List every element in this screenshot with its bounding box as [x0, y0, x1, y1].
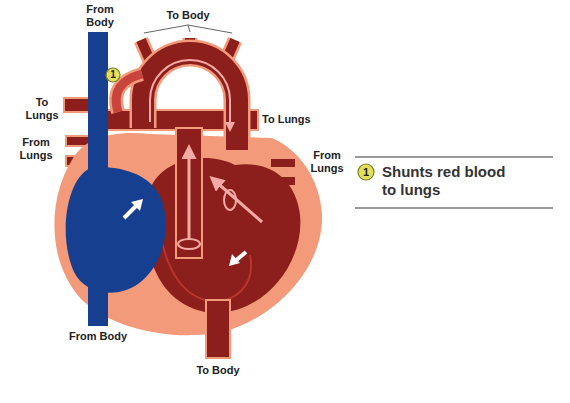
valve [224, 190, 236, 210]
ventricles [147, 158, 301, 313]
ventricle-wall [159, 200, 251, 301]
flow-arrow [150, 60, 230, 128]
legend-rule [355, 207, 553, 209]
inferior-vena-cava [88, 280, 108, 326]
vessel-label: To Body [166, 9, 209, 22]
vessel-label: From Lungs [14, 136, 58, 162]
arrowhead [229, 254, 240, 266]
vessel-label: From Lungs [302, 149, 352, 175]
vessel-label: From Body [69, 330, 127, 343]
right-atrium [66, 167, 166, 293]
callout-number: 1 [110, 69, 116, 81]
flow-arrow [188, 150, 191, 240]
ductus-edge [116, 74, 142, 112]
vessel-label: To Body [196, 364, 239, 377]
vessel-label: To Lungs [262, 113, 311, 126]
callout-disc [358, 164, 374, 180]
valve [178, 239, 200, 249]
bracket-line [188, 25, 190, 32]
vessel-label: From Body [79, 3, 121, 29]
ascending-aorta [176, 128, 202, 258]
flow-arrow [214, 180, 262, 222]
ductus-arteriosus [116, 74, 142, 112]
legend-text: Shunts red blood to lungs [382, 163, 505, 198]
vessel-label: To Lungs [22, 96, 62, 122]
arrowhead [131, 199, 143, 211]
callout-circle: 1 [105, 67, 121, 83]
legend-entry: Shunts red blood to lungs [382, 163, 514, 199]
bracket-line [188, 25, 232, 33]
descending-aorta [206, 300, 230, 358]
right-pulmonary-vein [270, 158, 296, 168]
callout-disc [106, 68, 120, 82]
callout-circle: 1 [357, 163, 375, 181]
callout-number: 1 [363, 166, 369, 179]
bracket-line [144, 25, 188, 33]
legend-rule [355, 156, 553, 158]
